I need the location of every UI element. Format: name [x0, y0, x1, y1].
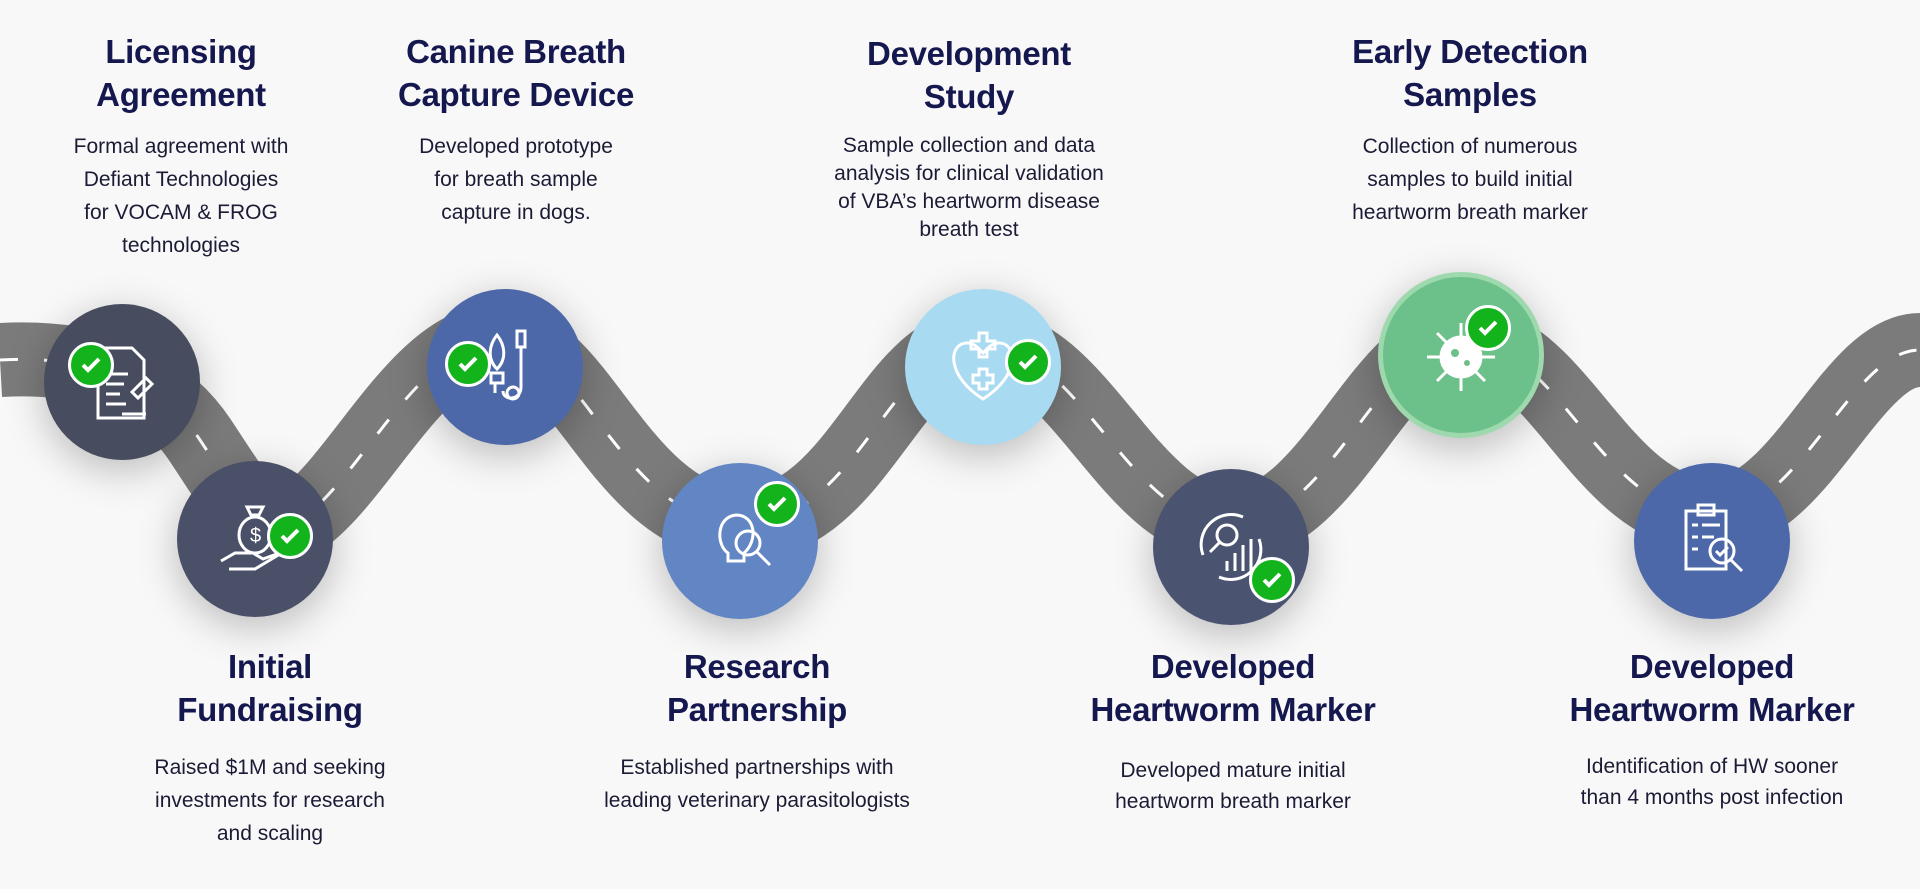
money-bag-hand-icon: $	[220, 505, 286, 571]
check-icon	[445, 341, 491, 387]
check-icon	[1249, 557, 1295, 603]
milestone-icon-development-study	[905, 289, 1061, 445]
check-icon	[1465, 305, 1511, 351]
check-icon	[754, 481, 800, 527]
check-icon	[1005, 339, 1051, 385]
clipboard-search-icon	[1684, 503, 1744, 573]
milestone-icon-research	[662, 463, 818, 619]
milestone-icon-heartworm-marker	[1153, 469, 1309, 625]
research-bulb-icon	[718, 513, 772, 567]
breath-mask-icon	[488, 329, 527, 401]
milestone-icon-licensing	[44, 304, 200, 460]
milestone-icon-hw-identification	[1634, 463, 1790, 619]
milestone-icon-early-detection	[1378, 272, 1544, 438]
check-icon	[267, 513, 313, 559]
milestone-icon-breath-device	[427, 289, 583, 445]
virus-icon	[1427, 323, 1495, 391]
check-icon	[68, 342, 114, 388]
document-stamp-icon	[96, 346, 155, 420]
svg-text:$: $	[250, 525, 261, 547]
milestone-icon-fundraising: $	[177, 461, 333, 617]
